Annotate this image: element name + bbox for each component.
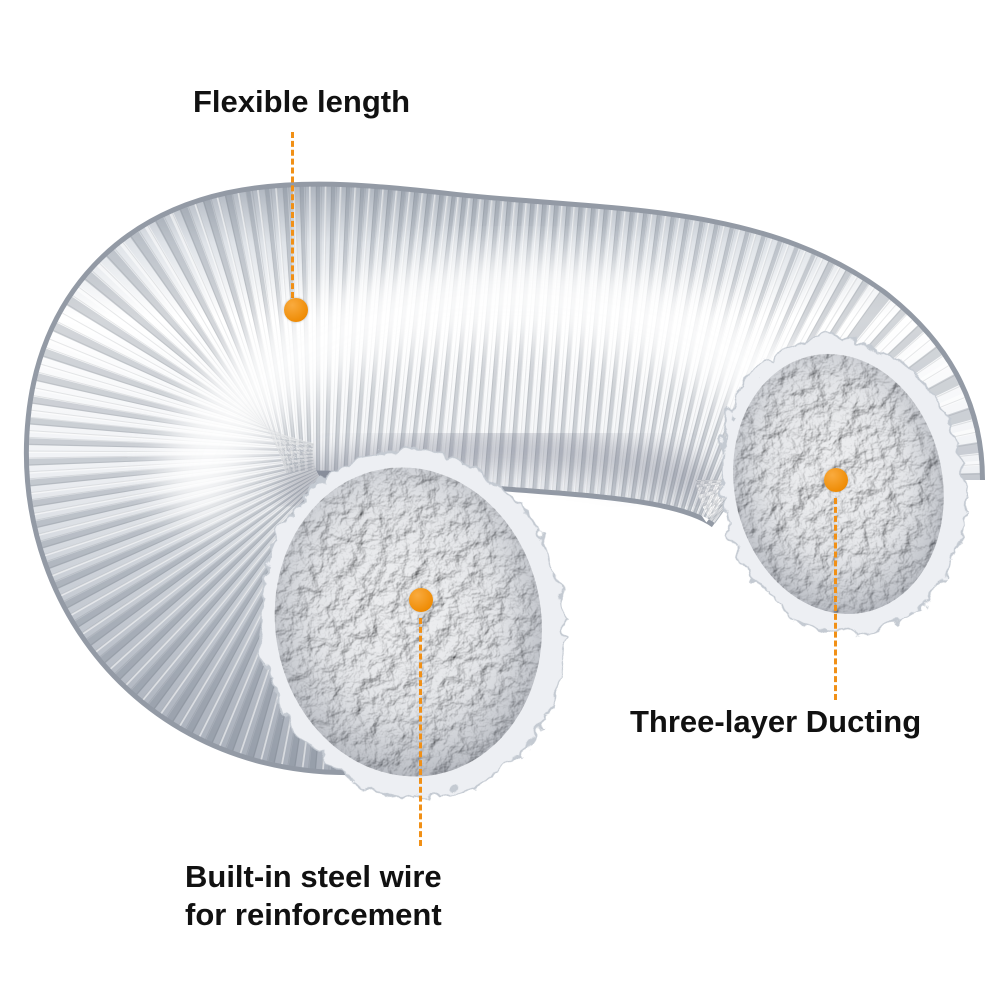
callout-dot-steel-wire — [409, 588, 433, 612]
leader-line-steel-wire — [419, 618, 422, 846]
leader-line-flexible-length — [291, 132, 294, 298]
leader-line-three-layer — [834, 498, 837, 700]
callout-dot-flexible-length — [284, 298, 308, 322]
callout-dot-three-layer — [824, 468, 848, 492]
label-three-layer: Three-layer Ducting — [630, 704, 922, 739]
duct-left-opening — [254, 445, 562, 795]
label-flexible-length: Flexible length — [193, 84, 411, 119]
label-steel-wire: Built-in steel wire for reinforcement — [185, 859, 442, 932]
